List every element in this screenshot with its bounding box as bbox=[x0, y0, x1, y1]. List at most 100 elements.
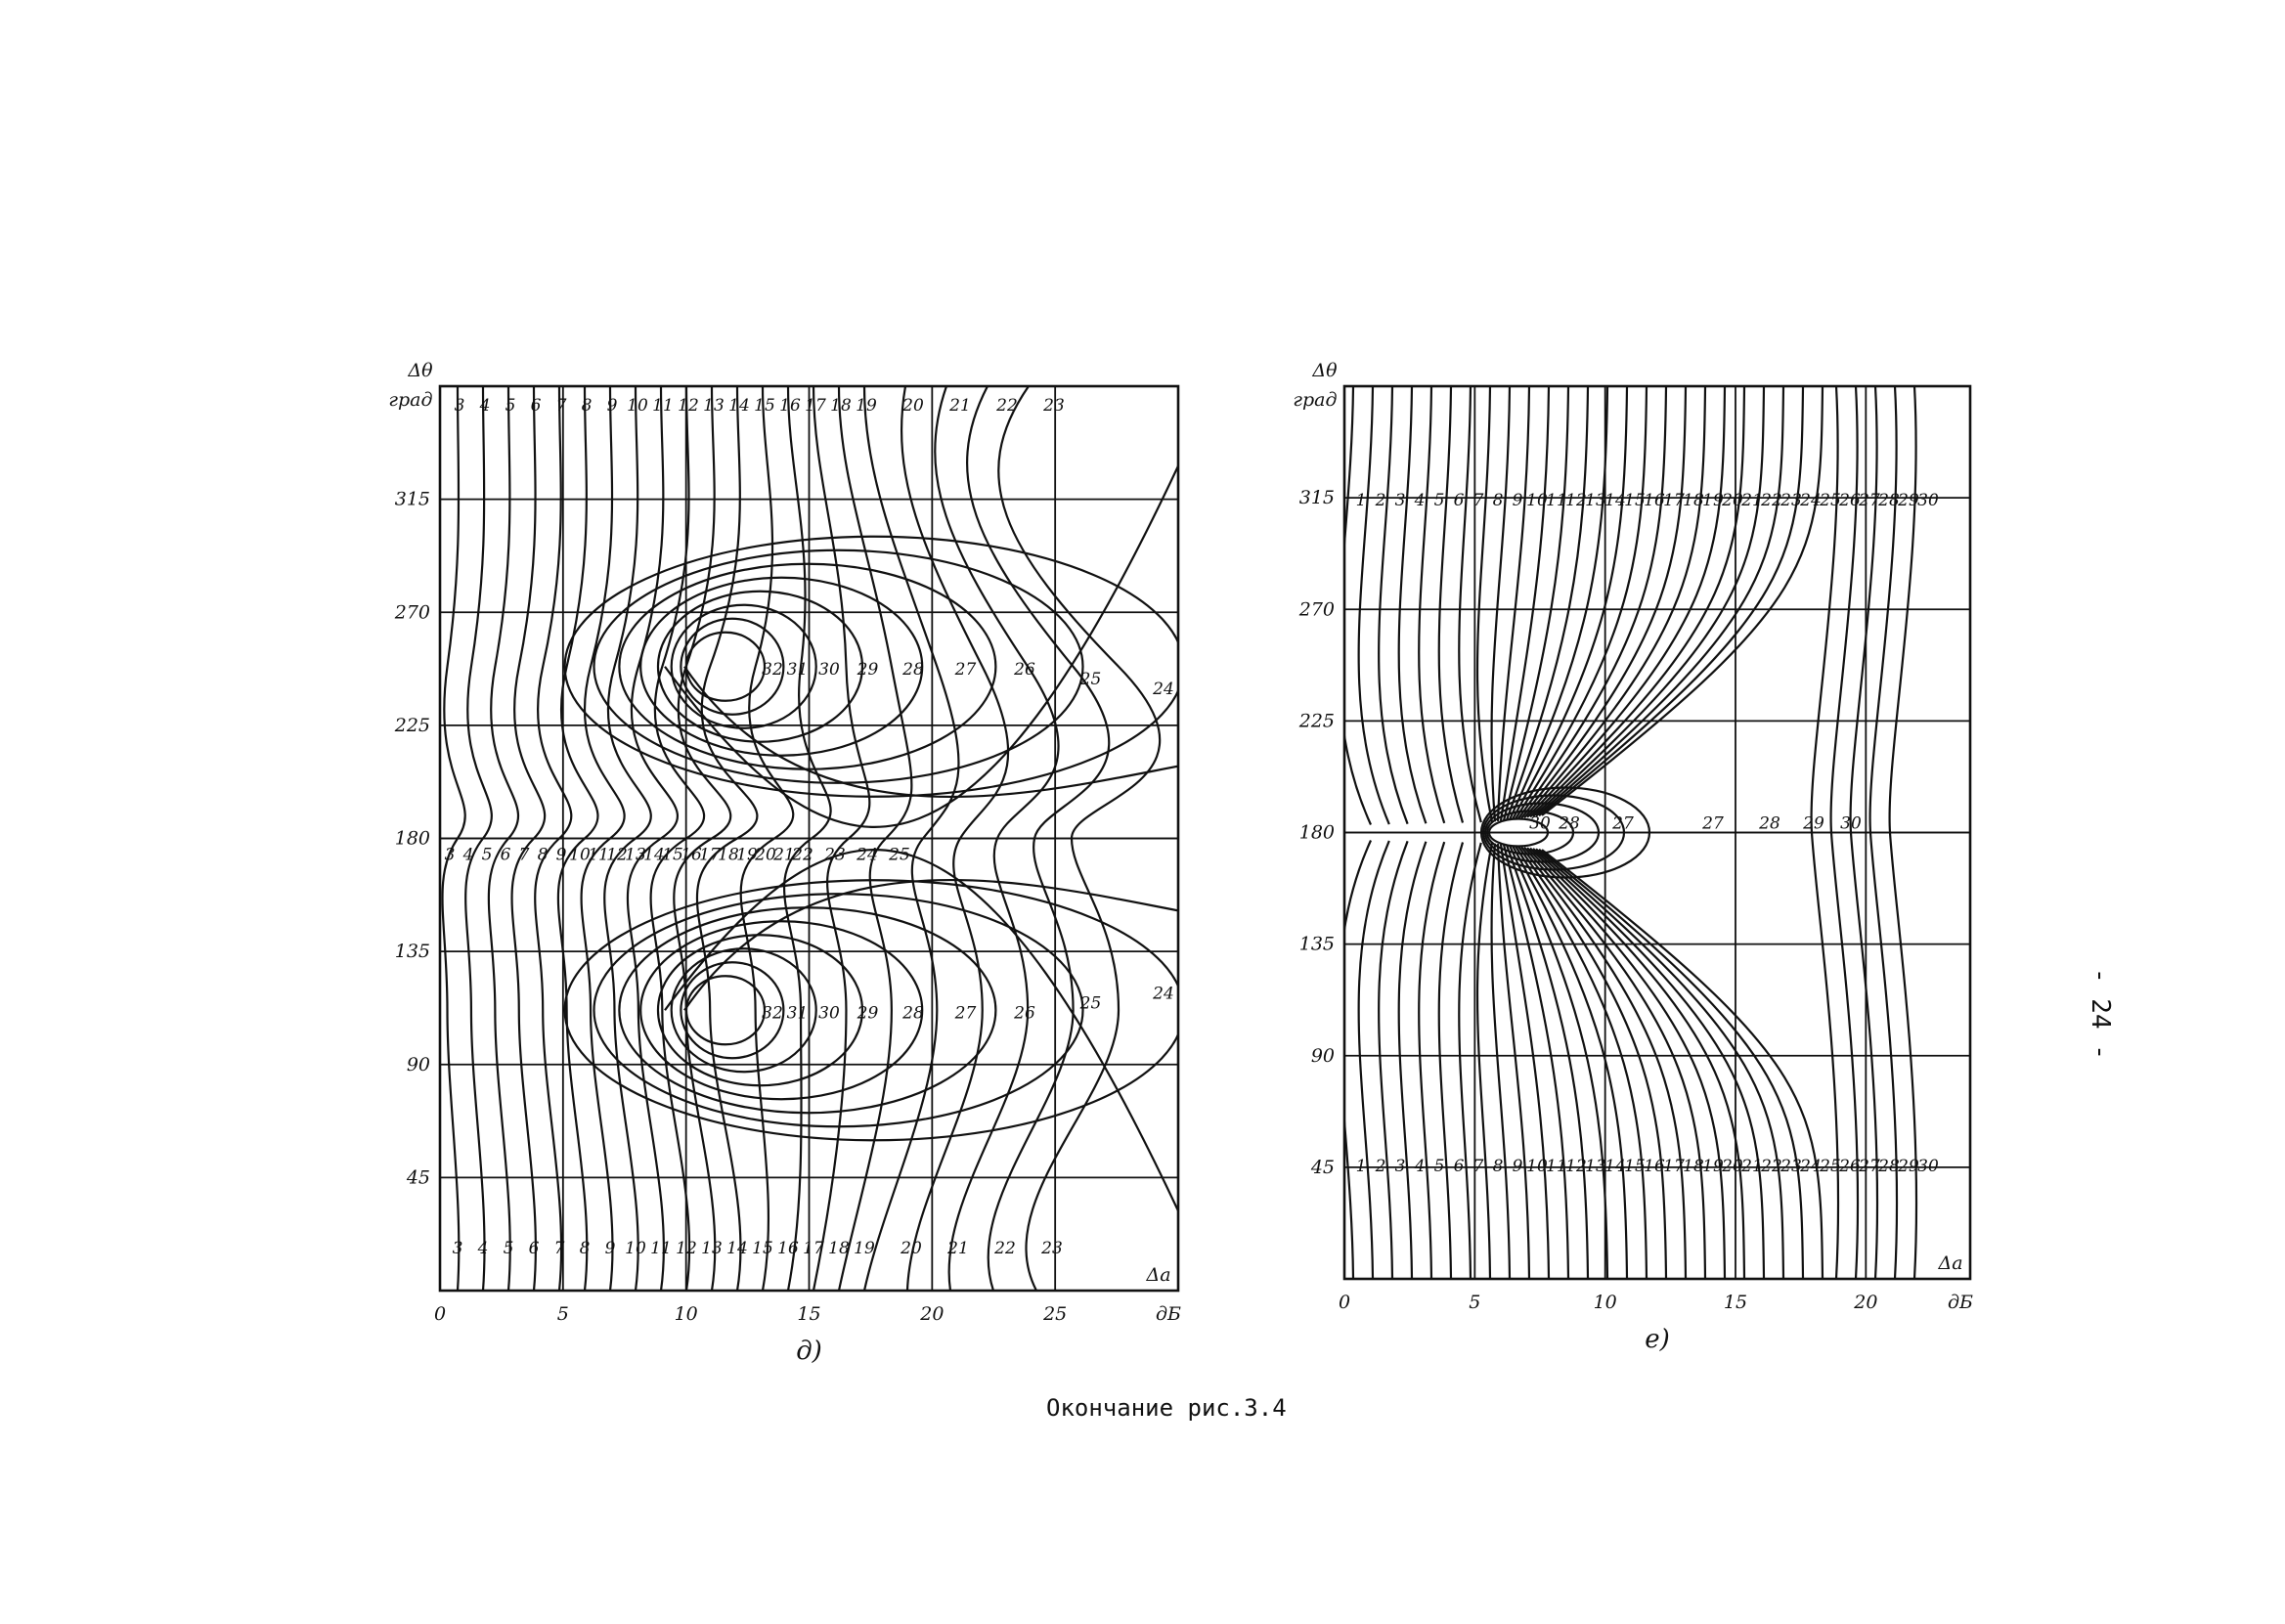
contour-label-mid: 11 bbox=[588, 846, 609, 865]
y-tick-label: 135 bbox=[395, 941, 430, 962]
contour-label-top: 21 bbox=[948, 396, 971, 416]
contour-label-top: 21 bbox=[1740, 491, 1763, 510]
contour-line bbox=[603, 386, 652, 1291]
y-tick-label: 45 bbox=[1310, 1157, 1335, 1178]
contour-label-bottom: 6 bbox=[529, 1239, 540, 1258]
contour-loop bbox=[563, 535, 1178, 798]
contour-line bbox=[1458, 386, 1482, 1279]
contour-line bbox=[1397, 386, 1428, 1279]
x-axis-unit: дБ bbox=[1948, 1292, 1973, 1313]
contour-line bbox=[683, 666, 1178, 799]
y-tick-label: 270 bbox=[1298, 598, 1335, 620]
y-tick-label: 180 bbox=[395, 828, 430, 850]
x-tick-label: 25 bbox=[1042, 1303, 1067, 1325]
contour-loop bbox=[639, 576, 924, 757]
contour-line bbox=[580, 386, 626, 1291]
contour-label-top: 18 bbox=[830, 396, 852, 416]
contour-label-center: 29 bbox=[1802, 814, 1824, 834]
contour-label-bottom: 10 bbox=[625, 1239, 646, 1258]
contour-label-top: 27 bbox=[1858, 491, 1880, 510]
contour-label-top: 14 bbox=[728, 396, 750, 416]
contour-loop bbox=[670, 603, 817, 729]
y-tick-label: 225 bbox=[1298, 710, 1335, 731]
y-tick-label: 225 bbox=[394, 715, 430, 736]
contour-label-top: 9 bbox=[607, 396, 618, 416]
y-tick-label: 270 bbox=[394, 601, 430, 623]
contour-label-bottom: 9 bbox=[605, 1239, 616, 1258]
contour-label-top: 20 bbox=[901, 396, 924, 416]
y-tick-label: 45 bbox=[406, 1166, 430, 1188]
contour-label-center: 27 bbox=[1701, 814, 1724, 834]
contour-label-loop: 32 bbox=[762, 1003, 783, 1023]
contour-line bbox=[695, 386, 759, 1291]
x-tick-label: 20 bbox=[919, 1303, 944, 1325]
contour-label-top: 1 bbox=[1356, 491, 1367, 510]
contour-label-loop: 26 bbox=[1013, 1003, 1035, 1023]
contour-label-mid: 15 bbox=[662, 846, 683, 865]
contour-line bbox=[1505, 386, 1590, 1279]
contour-label-mid: 4 bbox=[462, 846, 474, 865]
contour-label-top: 11 bbox=[652, 396, 674, 416]
contour-label-bottom: 11 bbox=[650, 1239, 672, 1258]
contour-label-bottom: 7 bbox=[554, 1239, 565, 1258]
contour-label-top: 15 bbox=[754, 396, 775, 416]
y-axis-label: Δθ bbox=[1311, 360, 1338, 381]
contour-label-top: 23 bbox=[1042, 396, 1065, 416]
chart-sublabel: е) bbox=[1645, 1325, 1670, 1354]
contour-loop bbox=[684, 975, 767, 1046]
contour-line bbox=[1378, 386, 1409, 1279]
contour-line bbox=[683, 878, 1178, 1011]
contour-label-top: 29 bbox=[1897, 491, 1919, 510]
contour-label-top: 13 bbox=[703, 396, 725, 416]
y-axis-label: Δθ bbox=[407, 360, 433, 381]
contour-line bbox=[1523, 386, 1707, 1279]
contour-line bbox=[1517, 386, 1668, 1279]
contour-label-top: 8 bbox=[1493, 491, 1504, 510]
contour-line bbox=[1520, 386, 1688, 1279]
y-tick-label: 315 bbox=[1299, 487, 1335, 508]
contour-loop bbox=[684, 631, 767, 702]
contour-line bbox=[1490, 386, 1512, 1279]
contour-loop bbox=[639, 920, 924, 1101]
contour-label-mid: 23 bbox=[823, 846, 846, 865]
y-tick-label: 315 bbox=[395, 489, 430, 510]
y-tick-label: 135 bbox=[1299, 934, 1335, 955]
contour-label-loop: 28 bbox=[901, 660, 924, 680]
contour-line bbox=[1344, 386, 1373, 1279]
contour-loop bbox=[680, 961, 785, 1060]
contour-label-top: 6 bbox=[1454, 491, 1465, 510]
contour-label-bottom: 8 bbox=[580, 1239, 591, 1258]
contour-label-top: 10 bbox=[1526, 491, 1548, 510]
contour-line bbox=[1526, 386, 1727, 1279]
contour-label-top: 4 bbox=[1414, 491, 1426, 510]
contour-label-loop: 31 bbox=[787, 1003, 809, 1023]
contour-label-top: 17 bbox=[1663, 491, 1685, 510]
contour-label-mid: 20 bbox=[754, 846, 776, 865]
contour-label-mid: 24 bbox=[856, 846, 878, 865]
contour-label-top: 15 bbox=[1624, 491, 1646, 510]
contour-label-bottom: 13 bbox=[701, 1239, 723, 1258]
contour-label-top: 22 bbox=[1760, 491, 1782, 510]
x-tick-label: 0 bbox=[434, 1303, 446, 1325]
contour-label-mid: 12 bbox=[606, 846, 628, 865]
contour-label-top: 8 bbox=[582, 396, 593, 416]
contour-label-loop: 31 bbox=[787, 660, 809, 680]
contour-line bbox=[1532, 386, 1766, 1279]
contour-line bbox=[934, 386, 1060, 1291]
x-axis-label: Δa bbox=[1145, 1264, 1170, 1286]
contour-label-loop: 25 bbox=[1079, 670, 1102, 689]
contour-label-mid: 3 bbox=[445, 846, 456, 865]
contour-label-bottom: 3 bbox=[453, 1239, 463, 1258]
contour-label-top: 16 bbox=[779, 396, 801, 416]
contour-loop bbox=[563, 879, 1178, 1142]
contour-label-loop: 25 bbox=[1079, 993, 1102, 1013]
contour-label-top: 12 bbox=[1565, 491, 1587, 510]
contour-label-top: 2 bbox=[1375, 491, 1386, 510]
page-number: - 24 - bbox=[2086, 968, 2115, 1060]
contour-label-bottom: 22 bbox=[993, 1239, 1016, 1258]
contour-line bbox=[1535, 386, 1785, 1279]
contour-label-top: 26 bbox=[1838, 491, 1861, 510]
contour-label-center: 28 bbox=[1758, 814, 1780, 834]
